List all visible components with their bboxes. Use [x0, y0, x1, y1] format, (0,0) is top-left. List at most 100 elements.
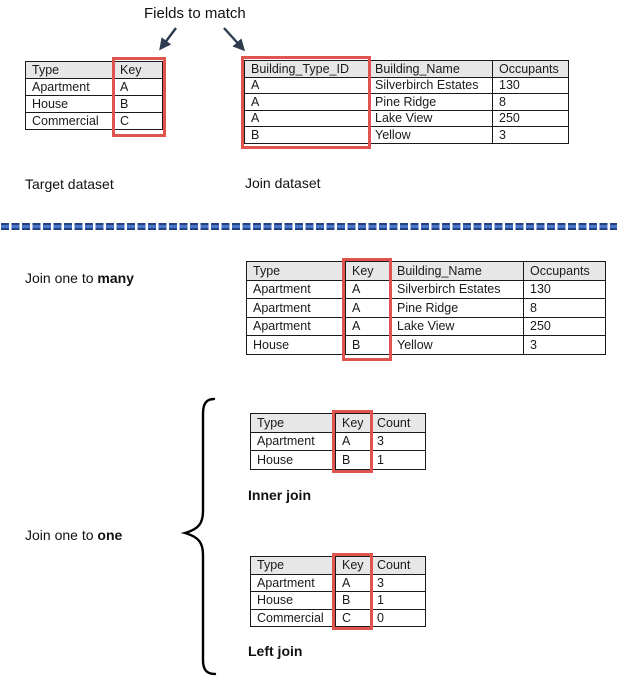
table-cell: Apartment: [246, 316, 346, 336]
table-cell: 1: [370, 591, 426, 610]
column-header: Building_Name: [390, 261, 524, 281]
table-cell: C: [335, 608, 371, 627]
table-cell: B: [335, 591, 371, 610]
table-cell: 8: [492, 93, 569, 111]
table-cell: A: [244, 76, 369, 94]
table-cell: Lake View: [390, 316, 524, 336]
table-cell: Commercial: [250, 608, 336, 627]
fields-arrow-left: [159, 27, 177, 51]
table-cell: 3: [370, 573, 426, 592]
table-cell: House: [250, 450, 336, 470]
column-header: Type: [250, 413, 336, 433]
column-header: Building_Type_ID: [244, 60, 369, 78]
table-cell: 3: [492, 126, 569, 144]
table-cell: 0: [370, 608, 426, 627]
table-cell: House: [246, 335, 346, 355]
table-cell: A: [335, 573, 371, 592]
join-one-to-many-label: Join one to many: [25, 270, 134, 286]
join-one-to-one-bold: one: [97, 527, 123, 543]
table-cell: Apartment: [246, 298, 346, 318]
join-one-to-many-prefix: Join one to: [25, 270, 98, 286]
table-cell: Yellow: [390, 335, 524, 355]
table-cell: A: [345, 279, 391, 299]
inner-join-label: Inner join: [248, 487, 311, 503]
column-header: Type: [25, 61, 114, 79]
table-cell: Apartment: [246, 279, 346, 299]
table-cell: A: [244, 93, 369, 111]
table-cell: 1: [370, 450, 426, 470]
table-cell: 250: [492, 109, 569, 127]
table-cell: Commercial: [25, 112, 114, 130]
table-cell: A: [244, 109, 369, 127]
table-cell: 130: [523, 279, 606, 299]
table-cell: B: [345, 335, 391, 355]
table-cell: A: [345, 298, 391, 318]
table-cell: C: [113, 112, 163, 130]
table-cell: Apartment: [250, 573, 336, 592]
target-dataset-label: Target dataset: [25, 176, 114, 192]
fields-arrow-right: [223, 27, 246, 52]
column-header: Type: [246, 261, 346, 281]
column-header: Key: [345, 261, 391, 281]
column-header: Building_Name: [368, 60, 493, 78]
column-header: Count: [370, 413, 426, 433]
table-cell: 3: [370, 431, 426, 451]
table-cell: A: [113, 78, 163, 96]
table-cell: Silverbirch Estates: [390, 279, 524, 299]
table-cell: Lake View: [368, 109, 493, 127]
column-header: Key: [335, 556, 371, 575]
table-cell: Pine Ridge: [368, 93, 493, 111]
column-header: Type: [250, 556, 336, 575]
table-cell: B: [244, 126, 369, 144]
column-header: Count: [370, 556, 426, 575]
table-cell: Apartment: [250, 431, 336, 451]
table-cell: A: [335, 431, 371, 451]
table-cell: 8: [523, 298, 606, 318]
column-header: Occupants: [492, 60, 569, 78]
table-cell: Apartment: [25, 78, 114, 96]
table-cell: Silverbirch Estates: [368, 76, 493, 94]
table-cell: 130: [492, 76, 569, 94]
column-header: Key: [335, 413, 371, 433]
join-one-to-one-label: Join one to one: [25, 527, 122, 543]
section-divider: [1, 223, 617, 230]
join-one-to-one-prefix: Join one to: [25, 527, 98, 543]
table-cell: 3: [523, 335, 606, 355]
table-cell: Yellow: [368, 126, 493, 144]
join-one-to-many-bold: many: [97, 270, 134, 286]
table-cell: 250: [523, 316, 606, 336]
curly-brace: [180, 397, 217, 676]
fields-to-match-caption: Fields to match: [144, 5, 246, 22]
column-header: Occupants: [523, 261, 606, 281]
